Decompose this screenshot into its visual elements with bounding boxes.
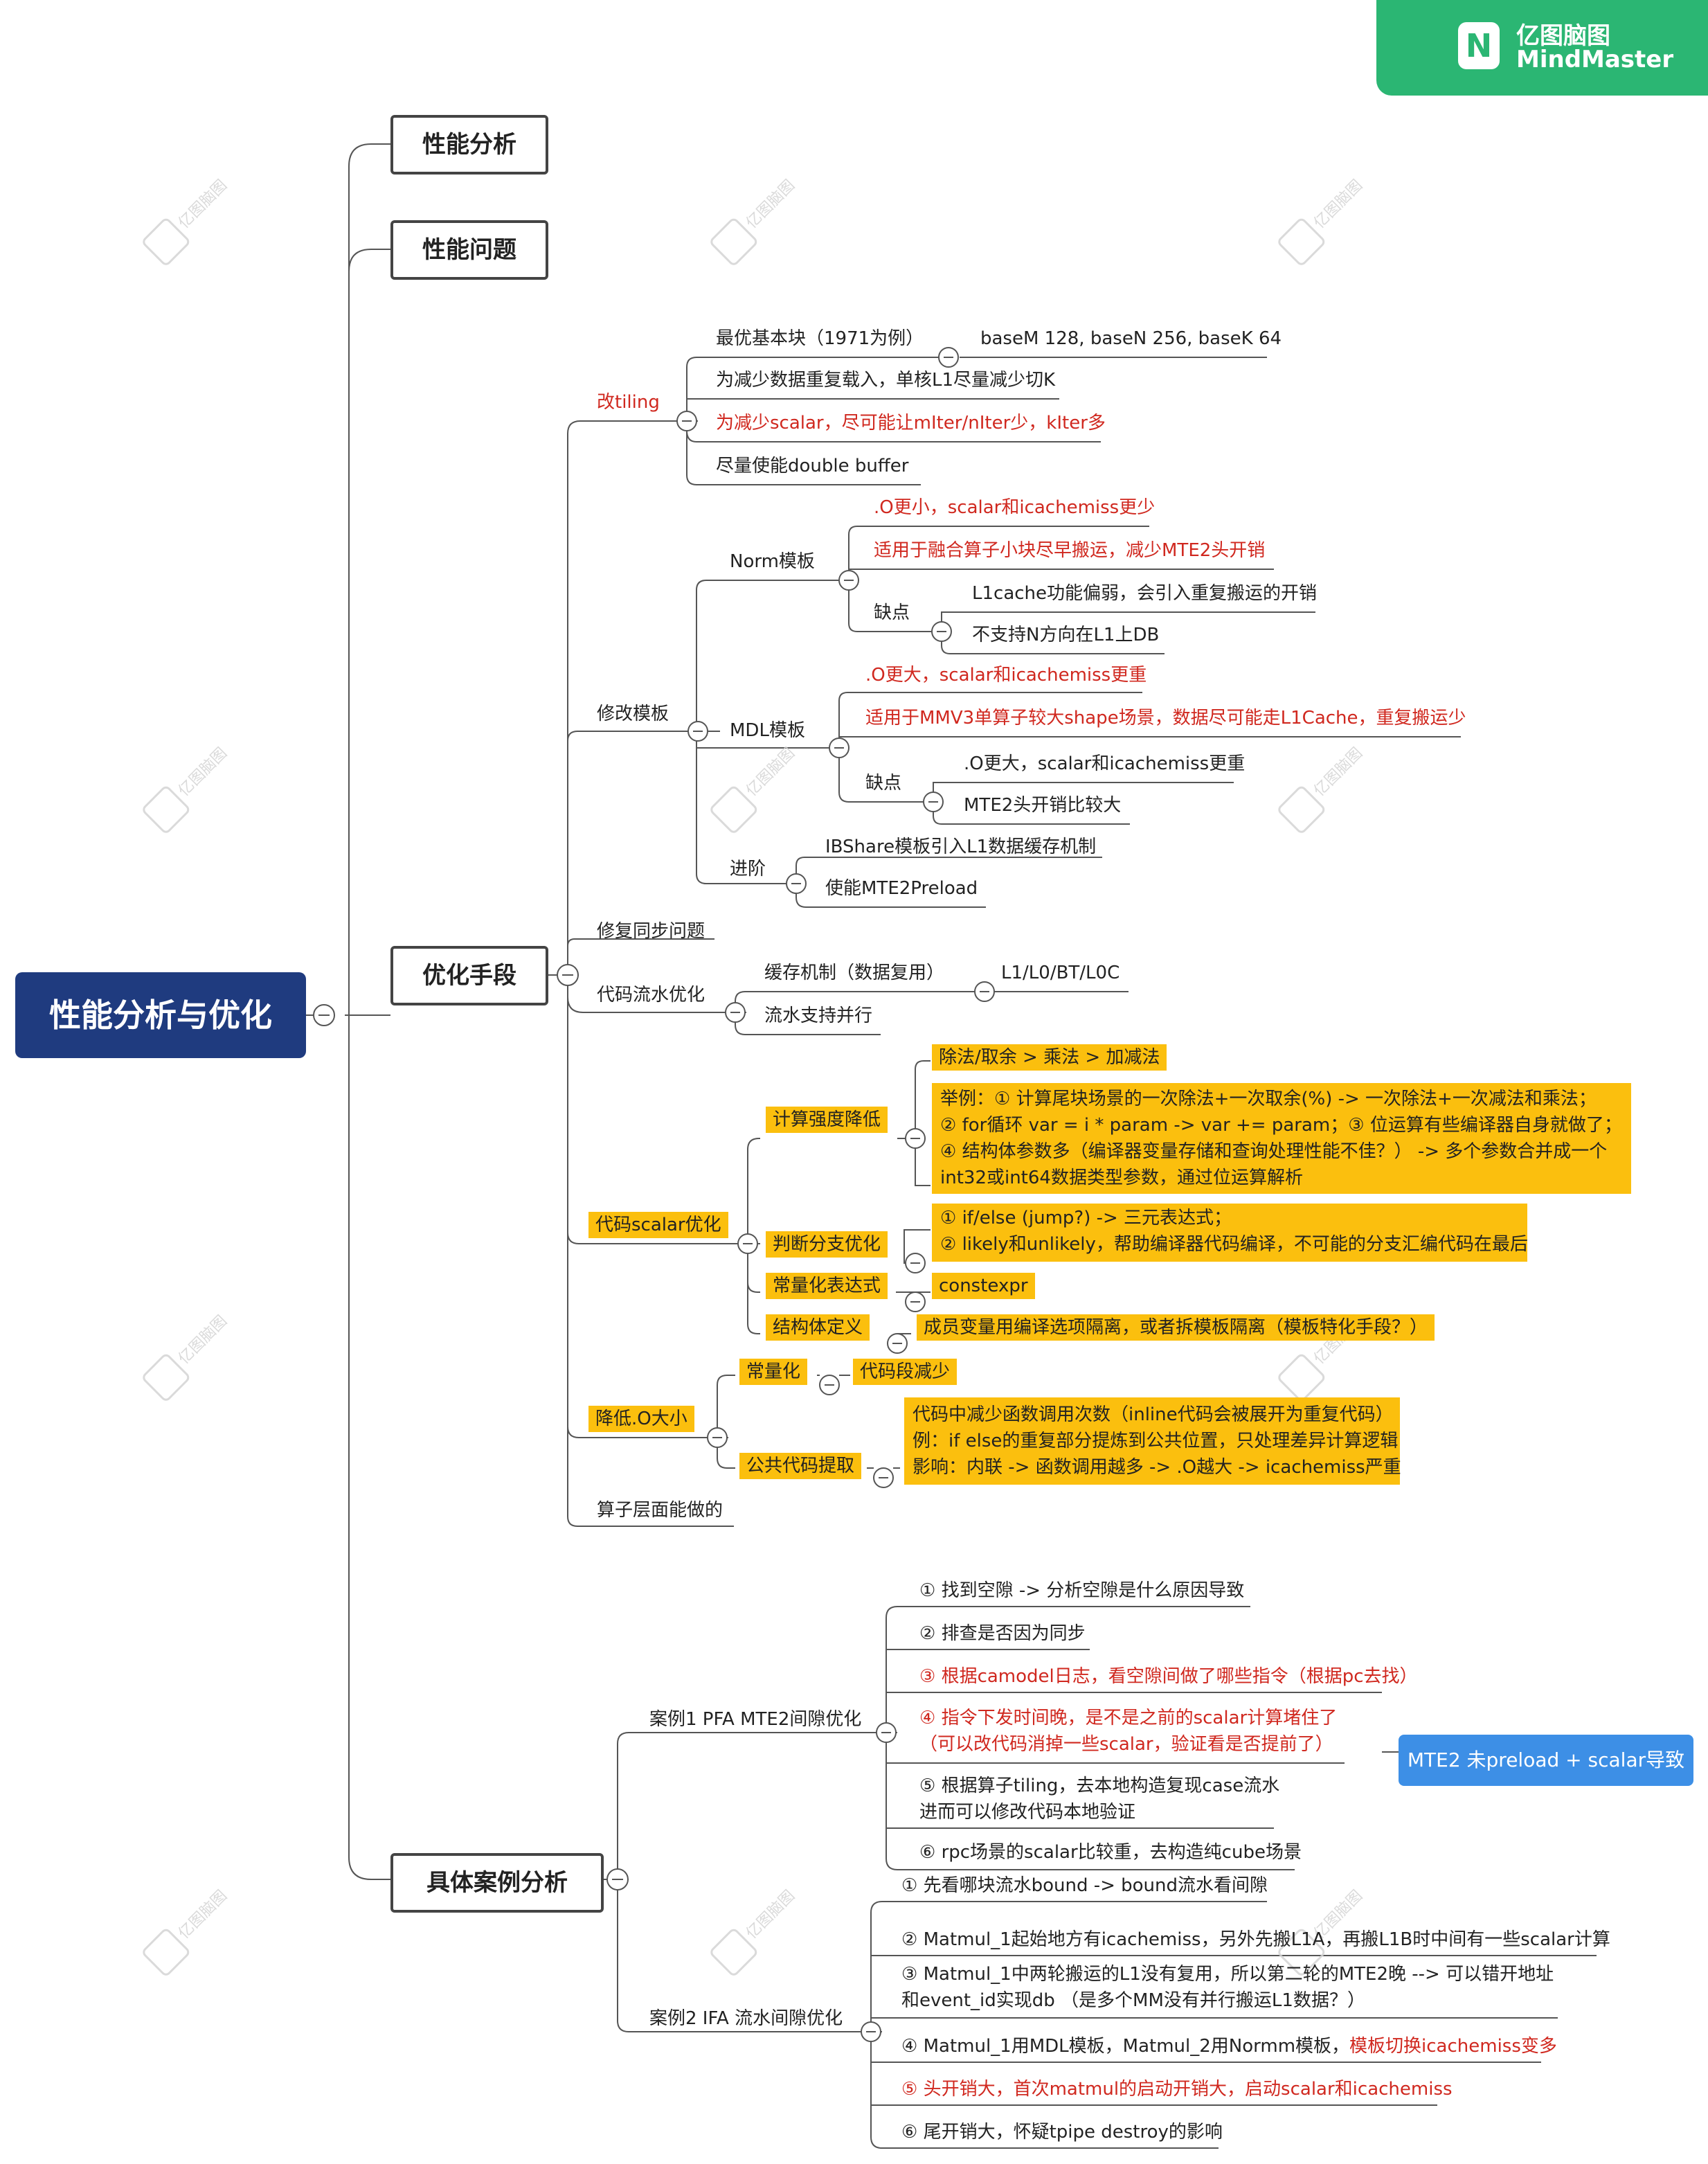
topic-reduce-o[interactable]: 降低.O大小 — [588, 1406, 694, 1432]
common-detail-line: 例：if else的重复部分提炼到公共位置，只处理差异计算逻辑 — [913, 1431, 1399, 1451]
case1-step-1[interactable]: ① 找到空隙 -> 分析空隙是什么原因导致 — [919, 1580, 1245, 1601]
case1-step-4a[interactable]: ④ 指令下发时间晚，是不是之前的scalar计算堵住了 — [919, 1708, 1338, 1728]
mindmaster-icon: N — [1458, 22, 1500, 69]
topic-norm-con-1[interactable]: L1cache功能偏弱，会引入重复搬运的开销 — [972, 583, 1318, 604]
case2-step-1[interactable]: ① 先看哪块流水bound -> bound流水看间隙 — [901, 1875, 1268, 1896]
case1-step-3[interactable]: ③ 根据camodel日志，看空隙间做了哪些指令（根据pc去找） — [919, 1666, 1418, 1687]
compute-example-line: ② for循环 var = i * param -> var += param；… — [940, 1115, 1622, 1136]
topic-norm-cons[interactable]: 缺点 — [874, 602, 910, 623]
topic-case1[interactable]: 案例1 PFA MTE2间隙优化 — [649, 1709, 862, 1730]
branch-perf-problem[interactable]: 性能问题 — [390, 220, 548, 280]
branch-opt-methods[interactable]: 优化手段 — [390, 946, 548, 1005]
topic-reduce-scalar[interactable]: 为减少scalar，尽可能让mIter/nIter少，kIter多 — [716, 413, 1106, 433]
topic-compute-examples[interactable]: 举例：① 计算尾块场景的一次除法+一次取余(%) -> 一次除法+一次减法和乘法… — [932, 1083, 1631, 1194]
branch-perf-analysis[interactable]: 性能分析 — [390, 115, 548, 175]
case1-callout[interactable]: MTE2 未preload + scalar导致 — [1399, 1735, 1693, 1786]
branch-detail-line: ② likely和unlikely，帮助编译器代码编译，不可能的分支汇编代码在最… — [940, 1234, 1528, 1255]
topic-compute-reduce[interactable]: 计算强度降低 — [766, 1107, 888, 1133]
topic-constexpr[interactable]: 常量化表达式 — [766, 1273, 888, 1299]
topic-mdl-pro-2[interactable]: 适用于MMV3单算子较大shape场景，数据尽可能走L1Cache，重复搬运少 — [865, 708, 1466, 728]
case2-step-3b[interactable]: 和event_id实现db （是多个MM没有并行搬运L1数据？） — [901, 1990, 1365, 2011]
topic-best-block[interactable]: 最优基本块（1971为例） — [716, 328, 924, 349]
compute-example-line: int32或int64数据类型参数，通过位运算解析 — [940, 1168, 1303, 1188]
topic-cache-value[interactable]: L1/L0/BT/L0C — [1001, 963, 1120, 983]
topic-tiling[interactable]: 改tiling — [597, 392, 660, 413]
case2-step-2[interactable]: ② Matmul_1起始地方有icachemiss，另外先搬L1A，再搬L1B时… — [901, 1929, 1610, 1950]
topic-common-details[interactable]: 代码中减少函数调用次数（inline代码会被展开为重复代码） 例：if else… — [904, 1397, 1401, 1485]
topic-pipeline[interactable]: 代码流水优化 — [597, 985, 705, 1005]
case2-step-4[interactable]: ④ Matmul_1用MDL模板，Matmul_2用Normm模板，模板切换ic… — [901, 2036, 1557, 2057]
case1-step-4b[interactable]: （可以改代码消掉一些scalar，验证看是否提前了） — [919, 1734, 1333, 1755]
topic-operator-level[interactable]: 算子层面能做的 — [597, 1500, 723, 1521]
root-node[interactable]: 性能分析与优化 — [15, 972, 306, 1058]
topic-norm-template[interactable]: Norm模板 — [730, 551, 815, 572]
common-detail-line: 影响：内联 -> 函数调用越多 -> .O越大 -> icachemiss严重 — [913, 1457, 1401, 1478]
brand-name-en: MindMaster — [1516, 46, 1674, 73]
topic-double-buffer[interactable]: 尽量使能double buffer — [716, 456, 909, 476]
topic-norm-con-2[interactable]: 不支持N方向在L1上DB — [972, 625, 1160, 645]
case1-step-5a[interactable]: ⑤ 根据算子tiling，去本地构造复现case流水 — [919, 1776, 1280, 1796]
branch-cases[interactable]: 具体案例分析 — [390, 1853, 604, 1913]
topic-mdl-template[interactable]: MDL模板 — [730, 720, 805, 741]
topic-cache[interactable]: 缓存机制（数据复用） — [764, 963, 945, 983]
topic-branch-opt[interactable]: 判断分支优化 — [766, 1231, 888, 1258]
topic-norm-pro-2[interactable]: 适用于融合算子小块尽早搬运，减少MTE2头开销 — [874, 540, 1266, 561]
compute-example-line: 举例：① 计算尾块场景的一次除法+一次取余(%) -> 一次除法+一次减法和乘法… — [940, 1089, 1597, 1109]
topic-best-block-value[interactable]: baseM 128, baseN 256, baseK 64 — [980, 328, 1282, 349]
common-detail-line: 代码中减少函数调用次数（inline代码会被展开为重复代码） — [913, 1404, 1394, 1425]
topic-norm-pro-1[interactable]: .O更小，scalar和icachemiss更少 — [874, 497, 1156, 518]
case2-step-4-highlight: 模板切换icachemiss变多 — [1349, 2036, 1557, 2057]
case1-step-5b[interactable]: 进而可以修改代码本地验证 — [919, 1802, 1136, 1823]
case1-step-6[interactable]: ⑥ rpc场景的scalar比较重，去构造纯cube场景 — [919, 1842, 1302, 1863]
branch-detail-line: ① if/else (jump?) -> 三元表达式； — [940, 1208, 1232, 1228]
compute-example-line: ④ 结构体参数多（编译器变量存储和查询处理性能不佳？） -> 多个参数合并成一个 — [940, 1141, 1608, 1162]
case2-step-3a[interactable]: ③ Matmul_1中两轮搬运的L1没有复用，所以第二轮的MTE2晚 --> 可… — [901, 1964, 1554, 1985]
case2-step-5[interactable]: ⑤ 头开销大，首次matmul的启动开销大，启动scalar和icachemis… — [901, 2079, 1453, 2100]
topic-advanced[interactable]: 进阶 — [730, 859, 766, 879]
topic-reduce-reload[interactable]: 为减少数据重复载入，单核L1尽量减少切K — [716, 370, 1056, 391]
topic-mte2-preload[interactable]: 使能MTE2Preload — [825, 878, 978, 899]
topic-op-order[interactable]: 除法/取余 > 乘法 > 加减法 — [932, 1044, 1167, 1071]
topic-branch-details[interactable]: ① if/else (jump?) -> 三元表达式； ② likely和unl… — [932, 1204, 1528, 1262]
topic-struct-def[interactable]: 结构体定义 — [766, 1314, 870, 1341]
topic-sync-fix[interactable]: 修复同步问题 — [597, 921, 705, 942]
topic-mdl-pro-1[interactable]: .O更大，scalar和icachemiss更重 — [865, 665, 1147, 686]
topic-code-reduce[interactable]: 代码段减少 — [853, 1359, 958, 1385]
topic-struct-value[interactable]: 成员变量用编译选项隔离，或者拆模板隔离（模板特化手段？） — [917, 1314, 1435, 1341]
topic-mdl-con-1[interactable]: .O更大，scalar和icachemiss更重 — [964, 753, 1246, 774]
topic-constant[interactable]: 常量化 — [739, 1359, 808, 1385]
topic-mdl-con-2[interactable]: MTE2头开销比较大 — [964, 795, 1122, 816]
mindmaster-logo: N 亿图脑图 MindMaster — [1376, 0, 1708, 96]
topic-template[interactable]: 修改模板 — [597, 704, 669, 724]
case2-step-4-text: ④ Matmul_1用MDL模板，Matmul_2用Normm模板， — [901, 2036, 1350, 2057]
topic-scalar-opt[interactable]: 代码scalar优化 — [588, 1212, 728, 1238]
topic-mdl-cons[interactable]: 缺点 — [865, 773, 902, 794]
case2-step-6[interactable]: ⑥ 尾开销大，怀疑tpipe destroy的影响 — [901, 2122, 1223, 2143]
topic-case2[interactable]: 案例2 IFA 流水间隙优化 — [649, 2008, 843, 2029]
topic-constexpr-value[interactable]: constexpr — [932, 1273, 1035, 1299]
topic-common-extract[interactable]: 公共代码提取 — [739, 1453, 862, 1479]
brand-name-cn: 亿图脑图 — [1516, 22, 1610, 50]
case1-step-2[interactable]: ② 排查是否因为同步 — [919, 1623, 1086, 1644]
topic-parallel[interactable]: 流水支持并行 — [764, 1005, 873, 1026]
topic-ibshare[interactable]: IBShare模板引入L1数据缓存机制 — [825, 837, 1097, 857]
